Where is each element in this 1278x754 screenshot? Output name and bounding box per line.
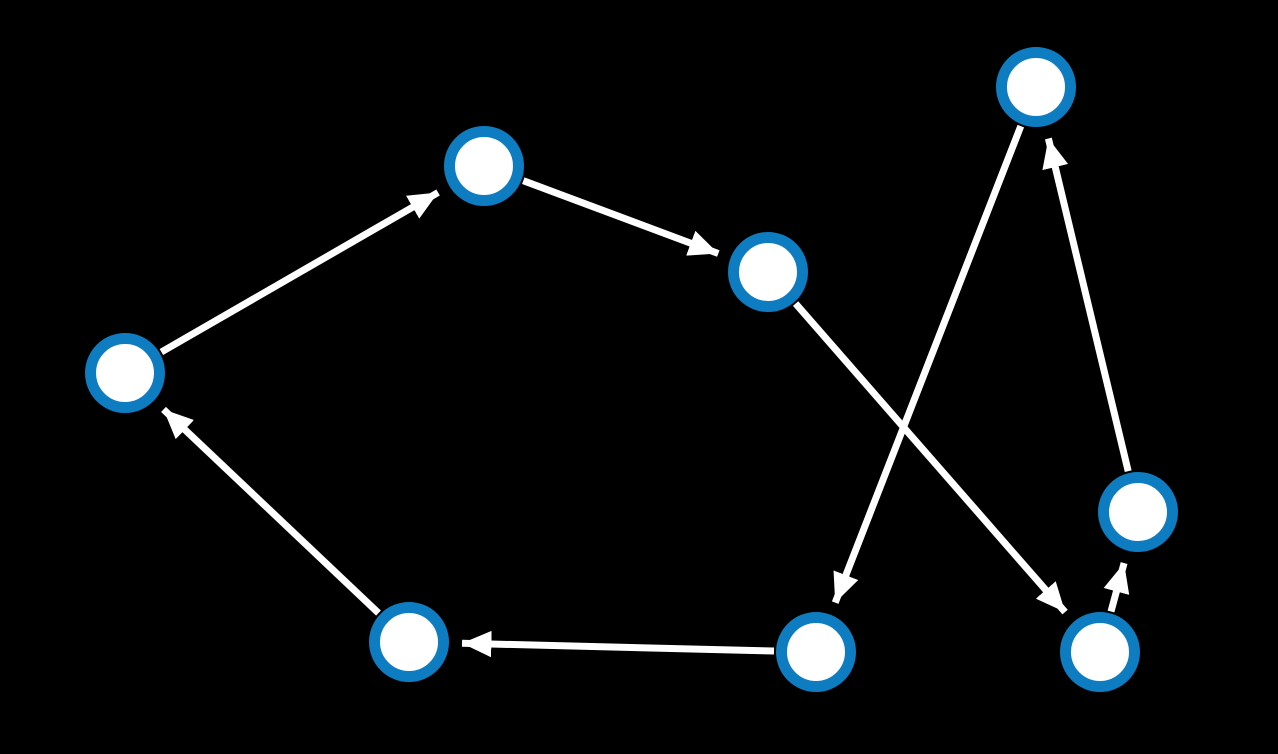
graph-node-left bbox=[85, 333, 165, 413]
graph-edge-node-mid-to-node-bottom-right bbox=[792, 301, 1068, 615]
graph-edge-node-top-right-to-node-bottom-mid bbox=[831, 124, 1025, 604]
graph-edge-node-left-to-node-top-mid bbox=[159, 189, 440, 356]
graph-edge-node-bottom-left-to-node-left bbox=[161, 406, 381, 616]
graph-edge-node-bottom-right-to-node-right bbox=[1103, 562, 1130, 613]
graph-node-bottom-mid bbox=[776, 612, 856, 692]
graph-edge-node-right-to-node-top-right bbox=[1042, 137, 1132, 473]
graph-edge-node-bottom-mid-to-node-bottom-left bbox=[461, 630, 775, 658]
graph-node-top-mid bbox=[444, 126, 524, 206]
graph-node-bottom-left bbox=[369, 602, 449, 682]
graph-node-bottom-right bbox=[1060, 612, 1140, 692]
graph-node-right bbox=[1098, 472, 1178, 552]
graph-node-top-right bbox=[996, 47, 1076, 127]
graph-node-mid bbox=[728, 232, 808, 312]
graph-edge-node-top-mid-to-node-mid bbox=[522, 177, 720, 257]
